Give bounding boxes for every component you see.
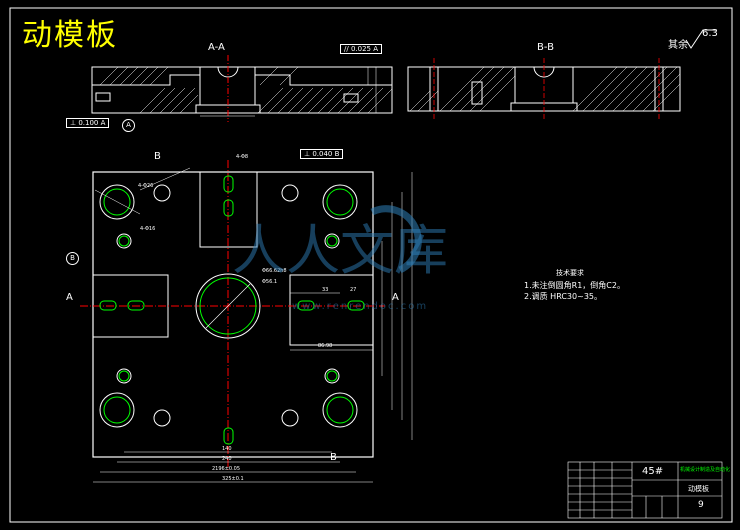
title-block-school: 机械设计制造及自动化 [680, 467, 731, 473]
section-view-bb [407, 58, 681, 120]
roughness-value: 6.3 [702, 28, 718, 39]
section-aa-label: A-A [208, 42, 225, 53]
title-block-part-name: 动模板 [688, 485, 709, 493]
section-view-aa [91, 55, 393, 122]
watermark-logo [370, 205, 422, 274]
svg-text:Φ56.1: Φ56.1 [262, 279, 277, 285]
watermark-url: www.renrendoc.com [292, 301, 429, 312]
svg-text:325±0.1: 325±0.1 [222, 476, 244, 482]
section-mark-b-bottom: B [330, 452, 337, 463]
tech-req-line-1: 1.未注倒圆角R1，倒角C2。 [524, 281, 625, 290]
tolerance-flatness-ref: A [100, 119, 106, 127]
section-mark-b-top: B [154, 151, 161, 162]
watermark-text: 人人文库 [232, 219, 448, 282]
tolerance-parallel: // 0.025 A [340, 44, 383, 54]
section-mark-a-right: A [392, 292, 399, 303]
section-bb-label: B-B [537, 42, 554, 53]
tech-req-heading: 技术要求 [556, 269, 584, 277]
tolerance-perp-ref: B [334, 150, 340, 158]
svg-text:4-Φ8: 4-Φ8 [236, 154, 248, 160]
svg-text:4-Φ26: 4-Φ26 [138, 183, 153, 189]
roughness-symbol-icon [685, 29, 717, 49]
drawing-title: 动模板 [22, 18, 118, 53]
tolerance-perp-value: 0.040 [312, 150, 333, 158]
svg-text:140: 140 [222, 446, 232, 452]
svg-text:240: 240 [222, 456, 232, 462]
tolerance-flatness: ⊥ 0.100 A [66, 118, 110, 128]
perpendicular-icon: ⊥ [70, 119, 77, 127]
tolerance-perpendicular: ⊥ 0.040 B [300, 149, 344, 159]
datum-circle-icon: A [122, 119, 135, 132]
sheet-border [9, 7, 733, 523]
svg-text:86.98: 86.98 [318, 343, 332, 349]
datum-b-circle-icon: B [66, 252, 79, 265]
tolerance-flatness-value: 0.100 [78, 119, 99, 127]
parallel-icon: // [344, 45, 349, 53]
roughness-label: 其余 [668, 40, 688, 51]
title-block-sheet: 9 [698, 500, 704, 510]
title-block [567, 461, 723, 519]
svg-text:4-Φ16: 4-Φ16 [140, 226, 155, 232]
svg-text:33: 33 [322, 287, 328, 293]
plan-view: 140 240 2196±0.05 325±0.1 86.98 33 27 Φ6… [80, 154, 413, 483]
svg-text:27: 27 [350, 287, 356, 293]
tolerance-parallel-ref: A [373, 45, 379, 53]
tolerance-parallel-value: 0.025 [350, 45, 371, 53]
title-block-material: 45# [642, 466, 664, 477]
tech-req-line-2: 2.调质 HRC30~35。 [524, 292, 602, 301]
svg-text:2196±0.05: 2196±0.05 [212, 466, 240, 472]
section-mark-a-left: A [66, 292, 73, 303]
perpendicular-icon: ⊥ [304, 150, 311, 158]
svg-text:Φ66.62h8: Φ66.62h8 [262, 268, 287, 274]
